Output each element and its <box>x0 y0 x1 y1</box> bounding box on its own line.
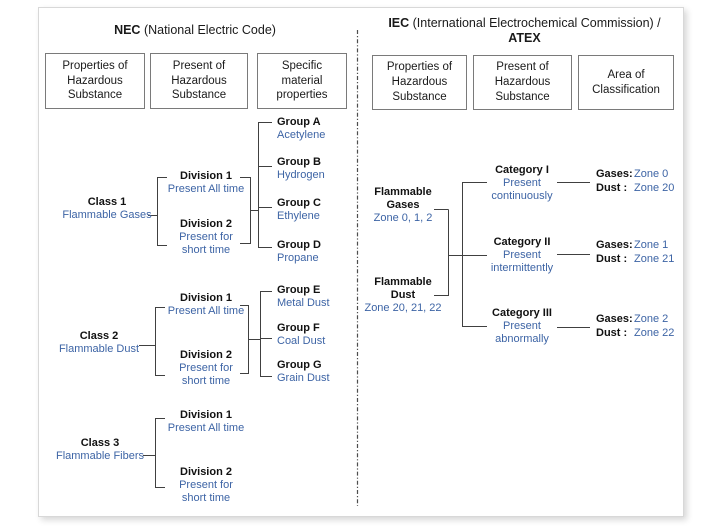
diagram-page <box>38 7 684 517</box>
group-f-name: Group F <box>277 322 320 334</box>
zone-row-3-gases: Gases:Zone 2 <box>596 313 669 325</box>
group-c-node: Group C Ethylene <box>277 197 357 223</box>
class-3-division-1-node: Division 1 Present All time <box>151 409 261 435</box>
category-2-node: Category II Present intermittently <box>466 236 578 275</box>
class-2-division-1-node: Division 1 Present All time <box>151 292 261 318</box>
zone-row-2-dust: Dust :Zone 21 <box>596 253 675 265</box>
group-b-desc: Hydrogen <box>277 169 325 181</box>
group-a-desc: Acetylene <box>277 129 326 141</box>
group-d-name: Group D <box>277 239 321 251</box>
class-1-division-2-node: Division 2 Present for short time <box>151 218 261 257</box>
class-1-division-1-name: Division 1 <box>180 170 232 182</box>
class-3-division-2-name: Division 2 <box>180 466 232 478</box>
header-box-iec-present-label: Present of Hazardous Substance <box>494 61 551 103</box>
category-1-desc: Present continuously <box>491 177 553 202</box>
header-box-iec-present: Present of Hazardous Substance <box>473 55 572 110</box>
zone-row-category-1: Gases:Zone 0 Dust :Zone 20 <box>596 167 674 195</box>
header-box-iec-properties-label: Properties of Hazardous Substance <box>386 61 453 103</box>
category-3-name: Category III <box>492 307 552 319</box>
group-b-name: Group B <box>277 156 321 168</box>
class-2-node: Class 2 Flammable Dust <box>44 330 154 356</box>
category-3-desc: Present abnormally <box>495 320 549 345</box>
group-c-desc: Ethylene <box>277 210 320 222</box>
iec-title-rest: (International Electrochemical Commissio… <box>409 16 661 30</box>
group-c-name: Group C <box>277 197 321 209</box>
class-3-node: Class 3 Flammable Fibers <box>45 437 155 463</box>
group-e-node: Group E Metal Dust <box>277 284 357 310</box>
class-1-division-1-node: Division 1 Present All time <box>151 170 261 196</box>
category-3-node: Category III Present abnormally <box>466 307 578 346</box>
substance-dust-name: Flammable Dust <box>374 276 432 301</box>
iec-title: IEC (International Electrochemical Commi… <box>372 16 677 46</box>
class-1-name: Class 1 <box>87 196 127 208</box>
iec-title-abbr: IEC <box>388 16 410 30</box>
substance-dust-zones: Zone 20, 21, 22 <box>364 302 442 314</box>
class-2-division-1-desc: Present All time <box>167 305 245 317</box>
group-a-name: Group A <box>277 116 321 128</box>
group-e-name: Group E <box>277 284 321 296</box>
category-1-name: Category I <box>495 164 549 176</box>
class-3-division-1-name: Division 1 <box>180 409 232 421</box>
group-f-desc: Coal Dust <box>277 335 326 347</box>
category-2-desc: Present intermittently <box>490 249 554 274</box>
header-box-iec-properties: Properties of Hazardous Substance <box>372 55 467 110</box>
header-box-nec-present: Present of Hazardous Substance <box>150 53 248 109</box>
class-1-division-2-desc: Present for short time <box>179 231 233 256</box>
class-2-desc: Flammable Dust <box>58 343 140 355</box>
header-box-nec-properties-label: Properties of Hazardous Substance <box>62 59 128 102</box>
class-1-division-2-name: Division 2 <box>180 218 232 230</box>
header-box-iec-area-label: Area of Classification <box>592 68 660 96</box>
substance-gases-zones: Zone 0, 1, 2 <box>373 212 433 224</box>
group-a-node: Group A Acetylene <box>277 116 357 142</box>
group-g-node: Group G Grain Dust <box>277 359 357 385</box>
zone-row-category-3: Gases:Zone 2 Dust :Zone 22 <box>596 312 674 340</box>
substance-gases-node: Flammable Gases Zone 0, 1, 2 <box>348 186 458 225</box>
zone-row-category-2: Gases:Zone 1 Dust :Zone 21 <box>596 238 674 266</box>
header-box-nec-material: Specific material properties <box>257 53 347 109</box>
group-d-node: Group D Propane <box>277 239 357 265</box>
class-1-desc: Flammable Gases <box>62 209 152 221</box>
category-1-node: Category I Present continuously <box>466 164 578 203</box>
zone-row-1-gases: Gases:Zone 0 <box>596 168 669 180</box>
header-box-iec-area: Area of Classification <box>578 55 674 110</box>
group-d-desc: Propane <box>277 252 319 264</box>
group-g-desc: Grain Dust <box>277 372 330 384</box>
header-box-nec-properties: Properties of Hazardous Substance <box>45 53 145 109</box>
iec-title-line2: ATEX <box>508 31 541 45</box>
zone-row-1-dust: Dust :Zone 20 <box>596 182 675 194</box>
class-2-division-2-name: Division 2 <box>180 349 232 361</box>
substance-dust-node: Flammable Dust Zone 20, 21, 22 <box>348 276 458 315</box>
substance-gases-name: Flammable Gases <box>374 186 432 211</box>
class-1-division-1-desc: Present All time <box>167 183 245 195</box>
nec-title-abbr: NEC <box>114 23 141 37</box>
group-g-name: Group G <box>277 359 322 371</box>
class-2-division-1-name: Division 1 <box>180 292 232 304</box>
class-2-name: Class 2 <box>79 330 119 342</box>
class-3-division-1-desc: Present All time <box>167 422 245 434</box>
nec-title: NEC (National Electric Code) <box>60 23 330 38</box>
zone-row-3-dust: Dust :Zone 22 <box>596 327 675 339</box>
group-f-node: Group F Coal Dust <box>277 322 357 348</box>
class-3-division-2-node: Division 2 Present for short time <box>151 466 261 505</box>
class-3-name: Class 3 <box>80 437 120 449</box>
class-2-division-2-desc: Present for short time <box>179 362 233 387</box>
nec-title-rest: (National Electric Code) <box>140 23 276 37</box>
class-2-division-2-node: Division 2 Present for short time <box>151 349 261 388</box>
class-1-node: Class 1 Flammable Gases <box>52 196 162 222</box>
header-box-nec-present-label: Present of Hazardous Substance <box>171 59 227 102</box>
header-box-nec-material-label: Specific material properties <box>276 59 328 102</box>
iec-title-line1: IEC (International Electrochemical Commi… <box>372 16 677 31</box>
class-3-division-2-desc: Present for short time <box>179 479 233 504</box>
group-b-node: Group B Hydrogen <box>277 156 357 182</box>
group-e-desc: Metal Dust <box>277 297 330 309</box>
zone-row-2-gases: Gases:Zone 1 <box>596 239 669 251</box>
class-3-desc: Flammable Fibers <box>55 450 145 462</box>
category-2-name: Category II <box>493 236 551 248</box>
